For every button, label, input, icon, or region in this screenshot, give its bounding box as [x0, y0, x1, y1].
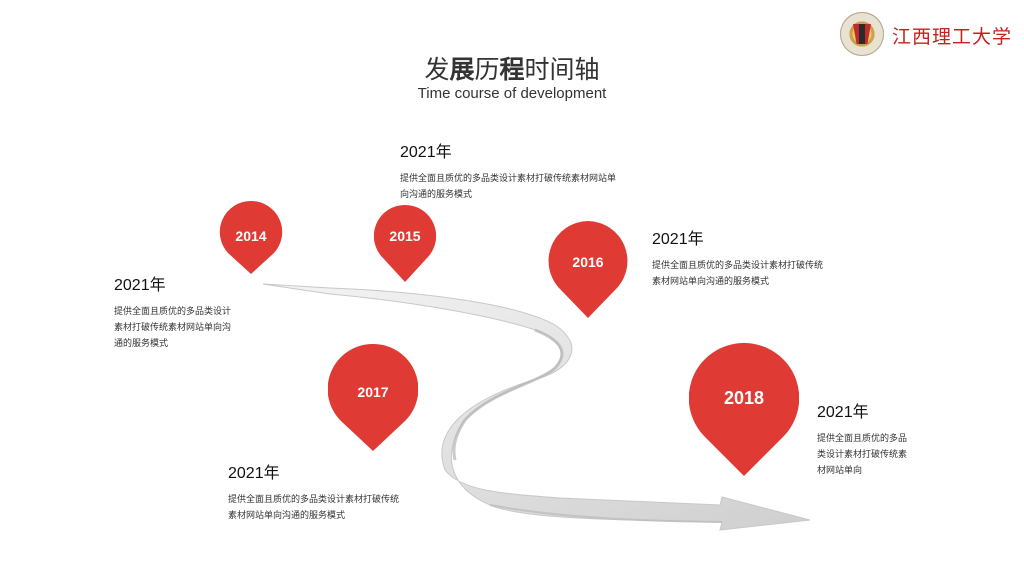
page-title: 发展历程时间轴 — [424, 56, 600, 84]
milestone-pin-2017[interactable]: 2017 — [327, 343, 419, 452]
road-edge-shade — [452, 328, 564, 461]
timeline-entry: 2021年 提供全面且质优的多品类设计素材打破传统素材网站单向沟通的服务模式 — [652, 225, 872, 289]
entry-description: 提供全面且质优的多品类设计素材打破传统素材网站单向 — [817, 433, 908, 475]
map-pin-icon — [688, 342, 800, 476]
entry-description: 提供全面且质优的多品类设计素材打破传统素材网站单向沟通的服务模式 — [114, 306, 232, 348]
entry-description: 提供全面且质优的多品类设计素材打破传统素材网站单向沟通的服务模式 — [400, 173, 617, 199]
milestone-label: 2017 — [357, 384, 389, 400]
timeline-entry: 2021年 提供全面且质优的多品类设计素材打破传统素材网站单向沟通的服务模式 — [228, 459, 448, 523]
road-edge-shade-lower — [489, 504, 723, 523]
university-seal-icon — [840, 12, 884, 56]
entry-description: 提供全面且质优的多品类设计素材打破传统素材网站单向沟通的服务模式 — [228, 494, 400, 520]
milestone-pin-2018[interactable]: 2018 — [688, 342, 800, 477]
page-subtitle: Time course of development — [417, 85, 607, 102]
milestone-label: 2016 — [572, 254, 604, 270]
timeline-entry: 2021年 提供全面且质优的多品类设计素材打破传统素材网站单向 — [817, 398, 937, 478]
entry-year: 2021年 — [114, 277, 166, 294]
milestone-pin-2015[interactable]: 2015 — [373, 204, 437, 283]
milestone-label: 2014 — [235, 228, 267, 244]
map-pin-icon — [548, 221, 628, 318]
timeline-entry: 2021年 提供全面且质优的多品类设计素材打破传统素材网站单向沟通的服务模式 — [400, 138, 660, 202]
map-pin-icon — [327, 343, 419, 451]
entry-year: 2021年 — [652, 231, 704, 248]
map-pin-icon — [219, 200, 283, 274]
map-pin-icon — [373, 204, 437, 282]
university-name: 江西理工大学 — [892, 26, 1013, 48]
entry-year: 2021年 — [400, 144, 452, 161]
entry-year: 2021年 — [228, 465, 280, 482]
milestone-label: 2015 — [389, 228, 421, 244]
entry-description: 提供全面且质优的多品类设计素材打破传统素材网站单向沟通的服务模式 — [652, 260, 824, 286]
milestone-pin-2016[interactable]: 2016 — [548, 221, 628, 319]
university-logo: 江西理工大学 — [840, 10, 1020, 60]
milestone-pin-2014[interactable]: 2014 — [219, 200, 283, 275]
entry-year: 2021年 — [817, 404, 869, 421]
milestone-label: 2018 — [723, 388, 765, 408]
timeline-entry: 2021年 提供全面且质优的多品类设计素材打破传统素材网站单向沟通的服务模式 — [114, 271, 284, 351]
